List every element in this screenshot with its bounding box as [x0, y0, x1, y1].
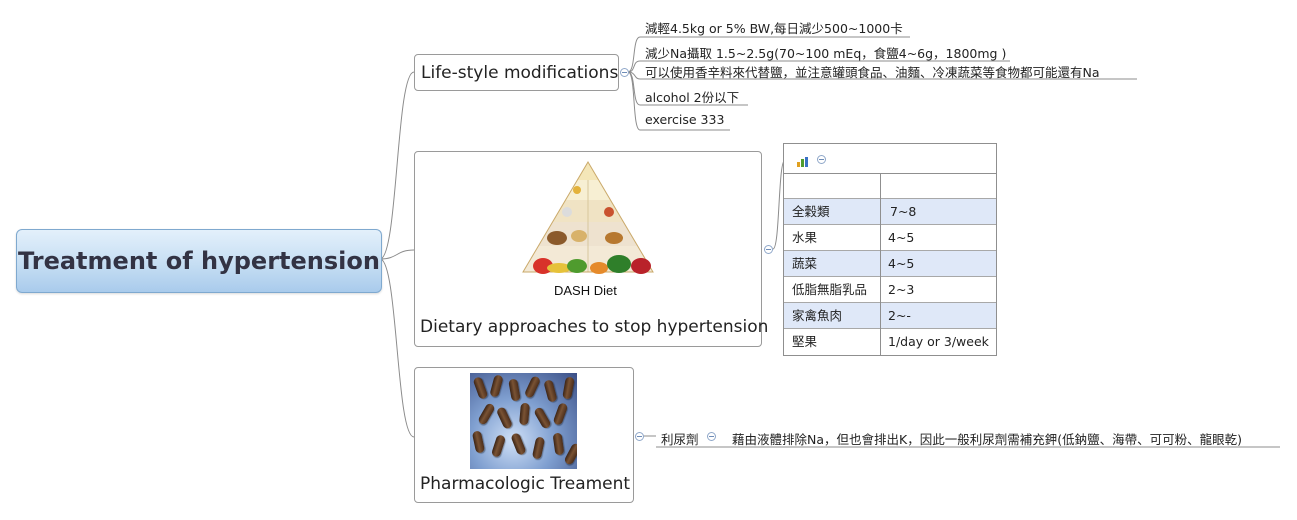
table-cell-servings: 4~5: [888, 230, 915, 245]
table-cell-servings: 2~3: [888, 282, 915, 297]
table-cell-servings: 2~-: [888, 308, 911, 323]
table-row: 全穀類 7~8: [784, 199, 996, 225]
diuretic-detail[interactable]: 藉由液體排除Na，但也會排出K，因此一般利尿劑需補充鉀(低鈉鹽、海帶、可可粉、龍…: [732, 432, 1242, 447]
table-cell-food: 堅果: [792, 334, 818, 349]
table-row: 低脂無脂乳品 2~3: [784, 277, 996, 303]
food-pyramid-image: [519, 160, 657, 278]
table-header-row: [784, 173, 996, 199]
collapse-icon[interactable]: [764, 245, 773, 254]
diuretic-topic[interactable]: 利尿劑: [661, 432, 699, 447]
table-divider: [880, 173, 881, 356]
collapse-icon[interactable]: [707, 432, 716, 441]
topic-lifestyle-title: Life-style modifications: [421, 63, 619, 83]
pills-image: [470, 373, 577, 469]
collapse-icon[interactable]: [817, 155, 826, 164]
chart-icon[interactable]: [796, 153, 810, 172]
topic-lifestyle[interactable]: Life-style modifications: [414, 54, 619, 91]
table-cell-food: 家禽魚肉: [792, 308, 843, 323]
lifestyle-leaf[interactable]: 減少Na攝取 1.5~2.5g(70~100 mEq，食鹽4~6g，1800mg…: [645, 46, 1007, 61]
dash-image-caption: DASH Diet: [554, 283, 617, 298]
table-cell-servings: 1/day or 3/week: [888, 334, 989, 349]
table-cell-servings: 7~8: [890, 204, 917, 219]
collapse-icon[interactable]: [635, 432, 644, 441]
table-cell-servings: 4~5: [888, 256, 915, 271]
collapse-icon[interactable]: [620, 68, 629, 77]
table-row: 水果 4~5: [784, 225, 996, 251]
lifestyle-leaf[interactable]: alcohol 2份以下: [645, 90, 740, 105]
topic-dash-title: Dietary approaches to stop hypertension: [420, 317, 769, 337]
lifestyle-leaf[interactable]: 可以使用香辛料來代替鹽，並注意罐頭食品、油麵、冷凍蔬菜等食物都可能還有Na: [645, 65, 1100, 80]
table-cell-food: 蔬菜: [792, 256, 818, 271]
topic-pharmacologic-title: Pharmacologic Treament: [420, 474, 631, 494]
lifestyle-leaf[interactable]: 減輕4.5kg or 5% BW,每日減少500~1000卡: [645, 21, 903, 36]
lifestyle-leaf[interactable]: exercise 333: [645, 112, 725, 127]
root-title: Treatment of hypertension: [18, 247, 380, 275]
root-topic[interactable]: Treatment of hypertension: [16, 229, 382, 293]
table-header: [784, 144, 996, 174]
table-row: 蔬菜 4~5: [784, 251, 996, 277]
table-row: 家禽魚肉 2~-: [784, 303, 996, 329]
dash-servings-table[interactable]: 全穀類 7~8 水果 4~5 蔬菜 4~5 低脂無脂乳品 2~3 家禽魚肉 2~…: [783, 143, 997, 356]
table-cell-food: 全穀類: [792, 204, 830, 219]
table-cell-food: 低脂無脂乳品: [792, 282, 868, 297]
table-row: 堅果 1/day or 3/week: [784, 329, 996, 355]
table-cell-food: 水果: [792, 230, 818, 245]
